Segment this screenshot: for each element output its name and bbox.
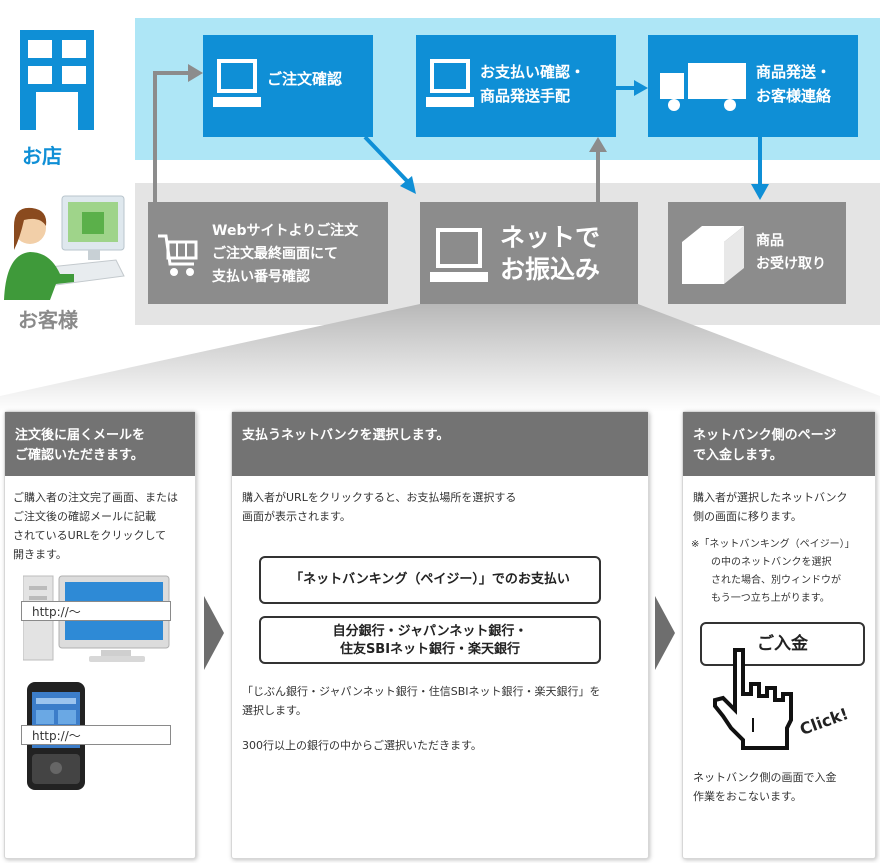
step1-body-line3: されているURLをクリックして: [13, 526, 178, 545]
hand-pointer-icon: [709, 644, 809, 754]
step2-note-line1: 「じぶん銀行・ジャパンネット銀行・住信SBIネット銀行・楽天銀行」を: [242, 682, 601, 701]
spotlight-cone: [0, 300, 880, 412]
step2-note-line2: 選択します。: [242, 701, 601, 720]
step3-heading-line2: で入金します。: [693, 446, 865, 466]
step3-footer-line1: ネットバンク側の画面で入金: [693, 768, 837, 787]
url-field-mobile[interactable]: http://～: [21, 725, 171, 745]
step1-body-line2: ご注文後の確認メールに記載: [13, 507, 178, 526]
step3-body-line1: 購入者が選択したネットバンク: [693, 488, 848, 507]
bank-option-line2: 住友SBIネット銀行・楽天銀行: [261, 641, 599, 659]
step2-note2: 300行以上の銀行の中からご選択いただきます。: [242, 736, 482, 755]
step3-remark-line2: の中のネットバンクを選択: [691, 554, 855, 572]
step2-body-line1: 購入者がURLをクリックすると、お支払場所を選択する: [242, 488, 516, 507]
step1-body-line1: ご購入者の注文完了画面、または: [13, 488, 178, 507]
flow-arrows: [0, 0, 880, 330]
url-field-pc[interactable]: http://～: [21, 601, 171, 621]
step3-footer-line2: 作業をおこないます。: [693, 787, 837, 806]
bank-option-button[interactable]: 自分銀行・ジャパンネット銀行・ 住友SBIネット銀行・楽天銀行: [259, 616, 601, 664]
step1-heading-line1: 注文後に届くメールを: [15, 426, 185, 446]
step-panel-3: ネットバンク側のページ で入金します。 購入者が選択したネットバンク 側の画面に…: [682, 411, 876, 859]
step2-body-line2: 画面が表示されます。: [242, 507, 516, 526]
step3-body-line2: 側の画面に移ります。: [693, 507, 848, 526]
step3-remark-line1: ※「ネットバンキング（ペイジー）」: [691, 536, 855, 554]
step3-heading: ネットバンク側のページ で入金します。: [683, 412, 875, 476]
chevron-right-icon: [204, 596, 224, 670]
step-panel-1: 注文後に届くメールを ご確認いただきます。 ご購入者の注文完了画面、または ご注…: [4, 411, 196, 859]
step1-heading: 注文後に届くメールを ご確認いただきます。: [5, 412, 195, 476]
bank-option-line1: 自分銀行・ジャパンネット銀行・: [261, 623, 599, 641]
step2-heading: 支払うネットバンクを選択します。: [232, 412, 648, 476]
arrow-web-to-order: [155, 73, 190, 202]
arrow-order-to-transfer: [365, 137, 408, 182]
payeasy-option-button[interactable]: 「ネットバンキング（ペイジー）」でのお支払い: [259, 556, 601, 604]
step3-remark-line3: された場合、別ウィンドウが: [691, 572, 855, 590]
step1-heading-line2: ご確認いただきます。: [15, 446, 185, 466]
chevron-right-icon: [655, 596, 675, 670]
step3-remark-line4: もう一つ立ち上がります。: [691, 590, 855, 608]
step1-body-line4: 開きます。: [13, 545, 178, 564]
step-panel-2: 支払うネットバンクを選択します。 購入者がURLをクリックすると、お支払場所を選…: [231, 411, 649, 859]
step3-heading-line1: ネットバンク側のページ: [693, 426, 865, 446]
step2-heading-line1: 支払うネットバンクを選択します。: [242, 426, 638, 446]
